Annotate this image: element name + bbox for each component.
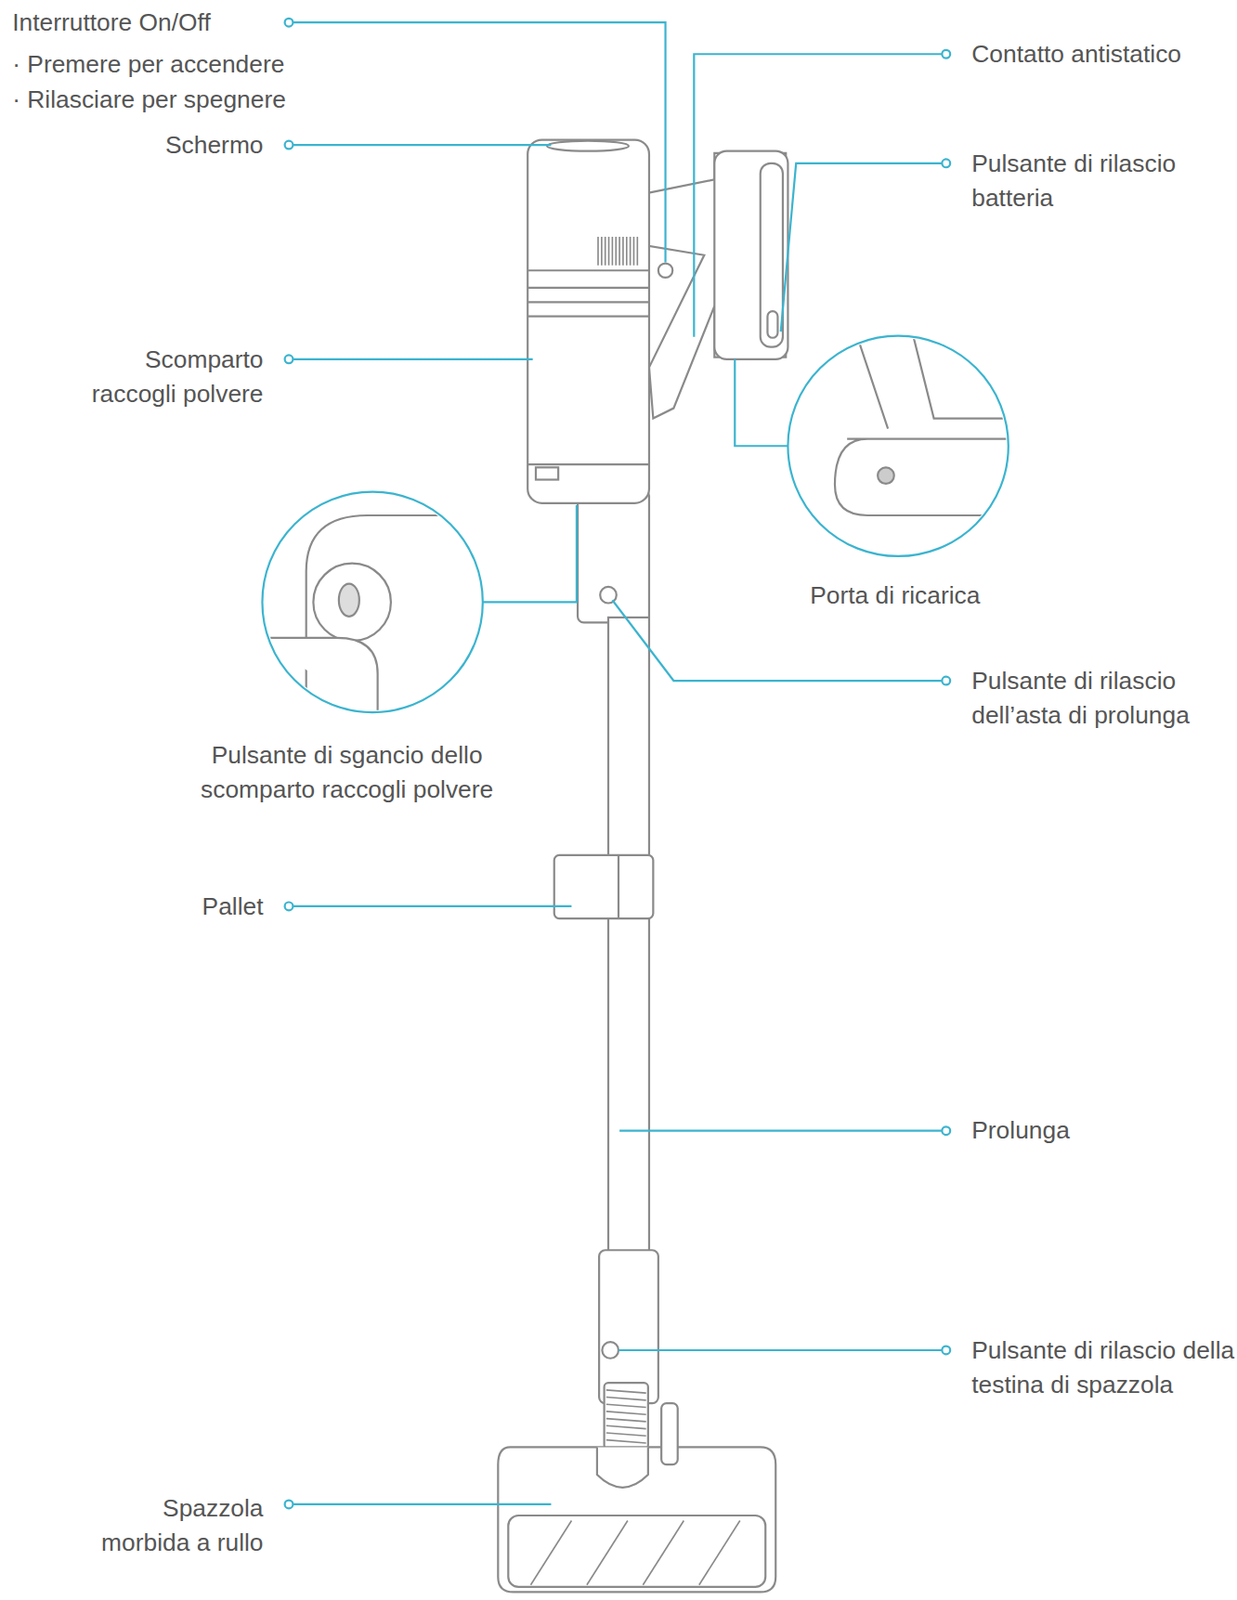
detail-stroke	[699, 1521, 741, 1586]
part-label: Spazzola morbida a rullo	[81, 1491, 264, 1562]
detail-stroke	[606, 1419, 647, 1422]
detail-stroke	[633, 236, 636, 266]
detail-stroke	[606, 1432, 647, 1436]
vacuum-body	[497, 140, 788, 1593]
detail-stroke	[530, 1521, 572, 1586]
part-label: Pulsante di rilascio della testina di sp…	[971, 1332, 1236, 1403]
detail-stroke	[586, 1521, 628, 1586]
detail-stroke	[606, 1390, 647, 1394]
detail-stroke	[606, 1397, 647, 1401]
detail-stroke	[637, 236, 639, 266]
part-label: Pulsante di rilascio batteria	[971, 145, 1236, 216]
detail-stroke	[597, 236, 599, 266]
detail-stroke	[608, 236, 611, 266]
part-label: · Premere per accendere	[12, 47, 380, 82]
part-label: Schermo	[59, 127, 264, 162]
part-label: Pulsante di sgancio dello scomparto racc…	[157, 738, 536, 808]
part-label: Scomparto raccogli polvere	[59, 341, 264, 412]
part-label: Porta di ricarica	[772, 577, 1018, 612]
detail-stroke	[614, 236, 617, 266]
part-label: Pallet	[59, 888, 264, 924]
part-label: Pulsante di rilascio dell’asta di prolun…	[971, 663, 1236, 733]
detail-stroke	[600, 236, 603, 266]
part-label: Contatto antistatico	[971, 37, 1236, 72]
part-label: Prolunga	[971, 1113, 1236, 1148]
detail-stroke	[611, 236, 614, 266]
detail-stroke	[604, 236, 607, 266]
detail-stroke	[606, 1425, 647, 1429]
part-label: Interruttore On/Off	[12, 4, 339, 40]
detail-stroke	[622, 236, 625, 266]
detail-stroke	[625, 236, 628, 266]
detail-lines	[530, 236, 740, 1586]
part-label: · Rilasciare per spegnere	[12, 82, 380, 118]
detail-stroke	[618, 236, 621, 266]
magnify-details	[255, 336, 1011, 716]
detail-stroke	[606, 1440, 647, 1444]
detail-stroke	[642, 1521, 684, 1586]
detail-stroke	[606, 1411, 647, 1415]
detail-stroke	[606, 1404, 647, 1407]
detail-stroke	[629, 236, 632, 266]
